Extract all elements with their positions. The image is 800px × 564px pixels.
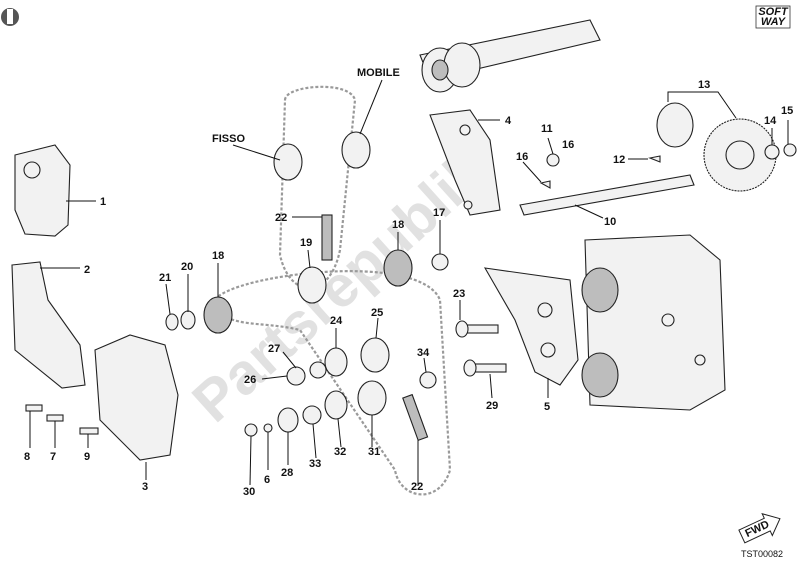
callout-1: 1: [100, 196, 106, 208]
callout-9: 9: [84, 451, 90, 463]
corner-logo: [1, 8, 19, 26]
callout-18-b: 18: [212, 250, 224, 262]
cover-upper: [14, 144, 71, 237]
callout-19: 19: [300, 237, 312, 249]
nut-21: [165, 313, 179, 331]
callout-24: 24: [330, 315, 343, 327]
callout-10: 10: [604, 216, 616, 228]
callout-30: 30: [243, 486, 255, 498]
callout-numbers: 1 2 3 4 5 6 7 8 9 10 11 12 13 14 15 16 1…: [24, 79, 793, 498]
spacer-20: [180, 310, 196, 330]
callout-5: 5: [544, 401, 550, 413]
callout-22-b: 22: [411, 481, 423, 493]
callout-27: 27: [268, 343, 280, 355]
roller-25: [360, 337, 390, 373]
circlip-11: [546, 153, 560, 167]
callout-20: 20: [181, 261, 193, 273]
callout-31: 31: [368, 446, 380, 458]
small-gear: [656, 102, 694, 148]
callout-6: 6: [264, 474, 270, 486]
key-16: [539, 180, 551, 189]
label-mobile: MOBILE: [357, 67, 400, 79]
nut-30: [244, 423, 258, 437]
camshaft: [419, 19, 601, 93]
callout-14: 14: [764, 115, 777, 127]
roller-mobile: [341, 131, 371, 169]
forward-arrow: FWD: [738, 512, 781, 544]
belt-cover-plate: [94, 334, 179, 461]
callout-17: 17: [433, 207, 445, 219]
pulley-18-upper: [383, 249, 413, 287]
softway-logo: SOFT WAY: [755, 5, 791, 29]
belt-segment-lower: [402, 393, 429, 442]
cover-lower: [11, 261, 86, 389]
softway-line2: WAY: [761, 16, 787, 28]
callout-12: 12: [613, 154, 625, 166]
callout-25: 25: [371, 307, 383, 319]
timing-belt-upper: [278, 85, 357, 290]
screw-7: [46, 414, 64, 422]
callout-26: 26: [244, 374, 256, 386]
bearing-17: [431, 253, 449, 271]
callout-18-a: 18: [392, 219, 404, 231]
callout-8: 8: [24, 451, 30, 463]
callout-22-a: 22: [275, 212, 287, 224]
callout-7: 7: [50, 451, 56, 463]
ring-27: [309, 361, 327, 379]
callout-16-a: 16: [516, 151, 528, 163]
roller-24: [324, 347, 348, 377]
ring-34: [419, 371, 437, 389]
callout-11: 11: [541, 123, 553, 135]
pulley-18-lower: [203, 296, 233, 334]
bracket-plate: [483, 267, 579, 386]
callout-34: 34: [417, 347, 430, 359]
washer-19: [297, 266, 327, 304]
timing-belt-lower: [213, 270, 452, 496]
callout-2: 2: [84, 264, 90, 276]
callout-32: 32: [334, 446, 346, 458]
bracket-upper: [429, 109, 501, 216]
roller-31: [357, 380, 387, 416]
label-fisso: FISSO: [212, 133, 245, 145]
callout-28: 28: [281, 467, 293, 479]
callout-16-b: 16: [562, 139, 574, 151]
nut: [783, 143, 797, 157]
callout-4: 4: [505, 115, 512, 127]
belt-segment-upper: [321, 214, 333, 261]
key-12: [648, 155, 661, 163]
callout-33: 33: [309, 458, 321, 470]
roller-fixed: [273, 143, 303, 181]
cylinder-head: [581, 234, 726, 411]
callout-15: 15: [781, 105, 793, 117]
roller-32: [324, 390, 348, 420]
callout-23: 23: [453, 288, 465, 300]
screw-9: [79, 427, 99, 435]
callout-13: 13: [698, 79, 710, 91]
callout-29: 29: [486, 400, 498, 412]
spacer-28: [277, 407, 299, 433]
callout-3: 3: [142, 481, 148, 493]
diagram-code: TST00082: [741, 549, 783, 559]
softway-line1: SOFT: [758, 6, 789, 18]
screw-8: [25, 404, 43, 412]
washer: [764, 144, 780, 160]
shaft: [519, 174, 695, 216]
leader-lines: [29, 79, 789, 486]
washer-6: [263, 423, 273, 433]
ring-33: [302, 405, 322, 425]
callout-21: 21: [159, 272, 171, 284]
ring-26: [286, 366, 306, 386]
